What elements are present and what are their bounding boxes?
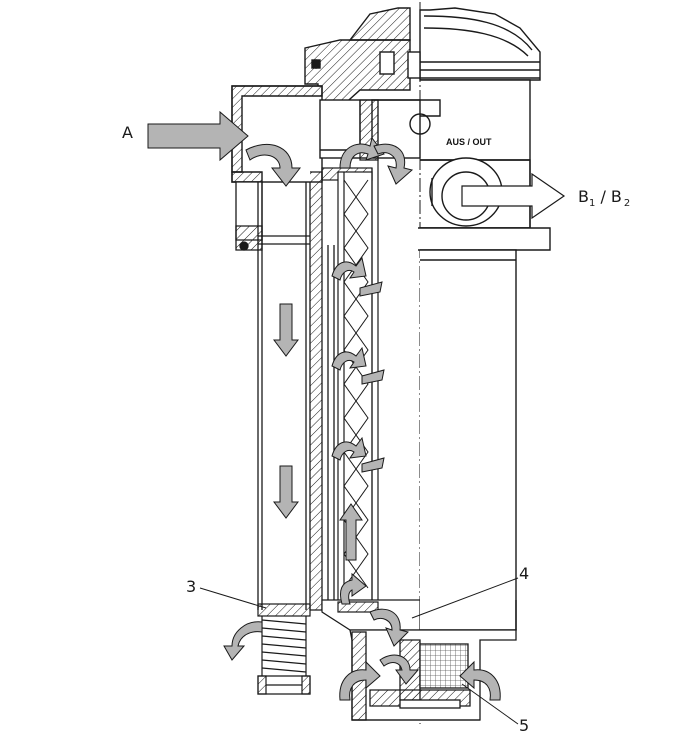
bypass-out-arrow <box>223 621 263 661</box>
inlet-arrow <box>147 110 249 162</box>
label-inlet-a: A <box>122 123 133 142</box>
outlet-arrow <box>461 172 566 220</box>
down-arrow-1 <box>273 303 299 357</box>
up-arrow-bottom <box>339 572 367 605</box>
return-tube <box>235 171 335 611</box>
pleat-arrow-2 <box>359 281 383 297</box>
bottom-screen <box>419 643 469 689</box>
leader-3 <box>199 587 267 609</box>
pleat-arrow-4 <box>361 369 385 385</box>
curl-arrow-drain-left <box>339 660 381 701</box>
up-arrow-1 <box>339 503 363 561</box>
leader-4 <box>411 577 519 619</box>
drain-valve <box>349 629 517 721</box>
curl-arrow-top-left <box>339 136 385 169</box>
curl-arrow-drain-mid <box>379 654 420 685</box>
pleat-arrow-3 <box>331 346 367 371</box>
curl-arrow-top-right <box>373 143 414 185</box>
callout-leaders <box>199 577 519 725</box>
label-outlet-caption: AUS / OUT <box>446 137 492 147</box>
callout-3: 3 <box>186 577 196 596</box>
leader-5 <box>461 683 519 725</box>
flow-arrows <box>147 110 501 701</box>
down-arrow-2 <box>273 465 299 519</box>
pleat-arrow-5 <box>331 436 367 461</box>
curl-arrow-inlet <box>245 143 302 187</box>
pleat-arrow-6 <box>361 457 385 473</box>
callout-4: 4 <box>519 564 529 583</box>
pleat-arrow-1 <box>331 256 367 281</box>
bypass-spring <box>257 603 311 695</box>
curl-arrow-bottom-centre <box>369 608 409 647</box>
curl-arrow-drain-right <box>459 660 501 701</box>
callout-5: 5 <box>519 716 529 735</box>
inlet-port <box>231 85 421 183</box>
